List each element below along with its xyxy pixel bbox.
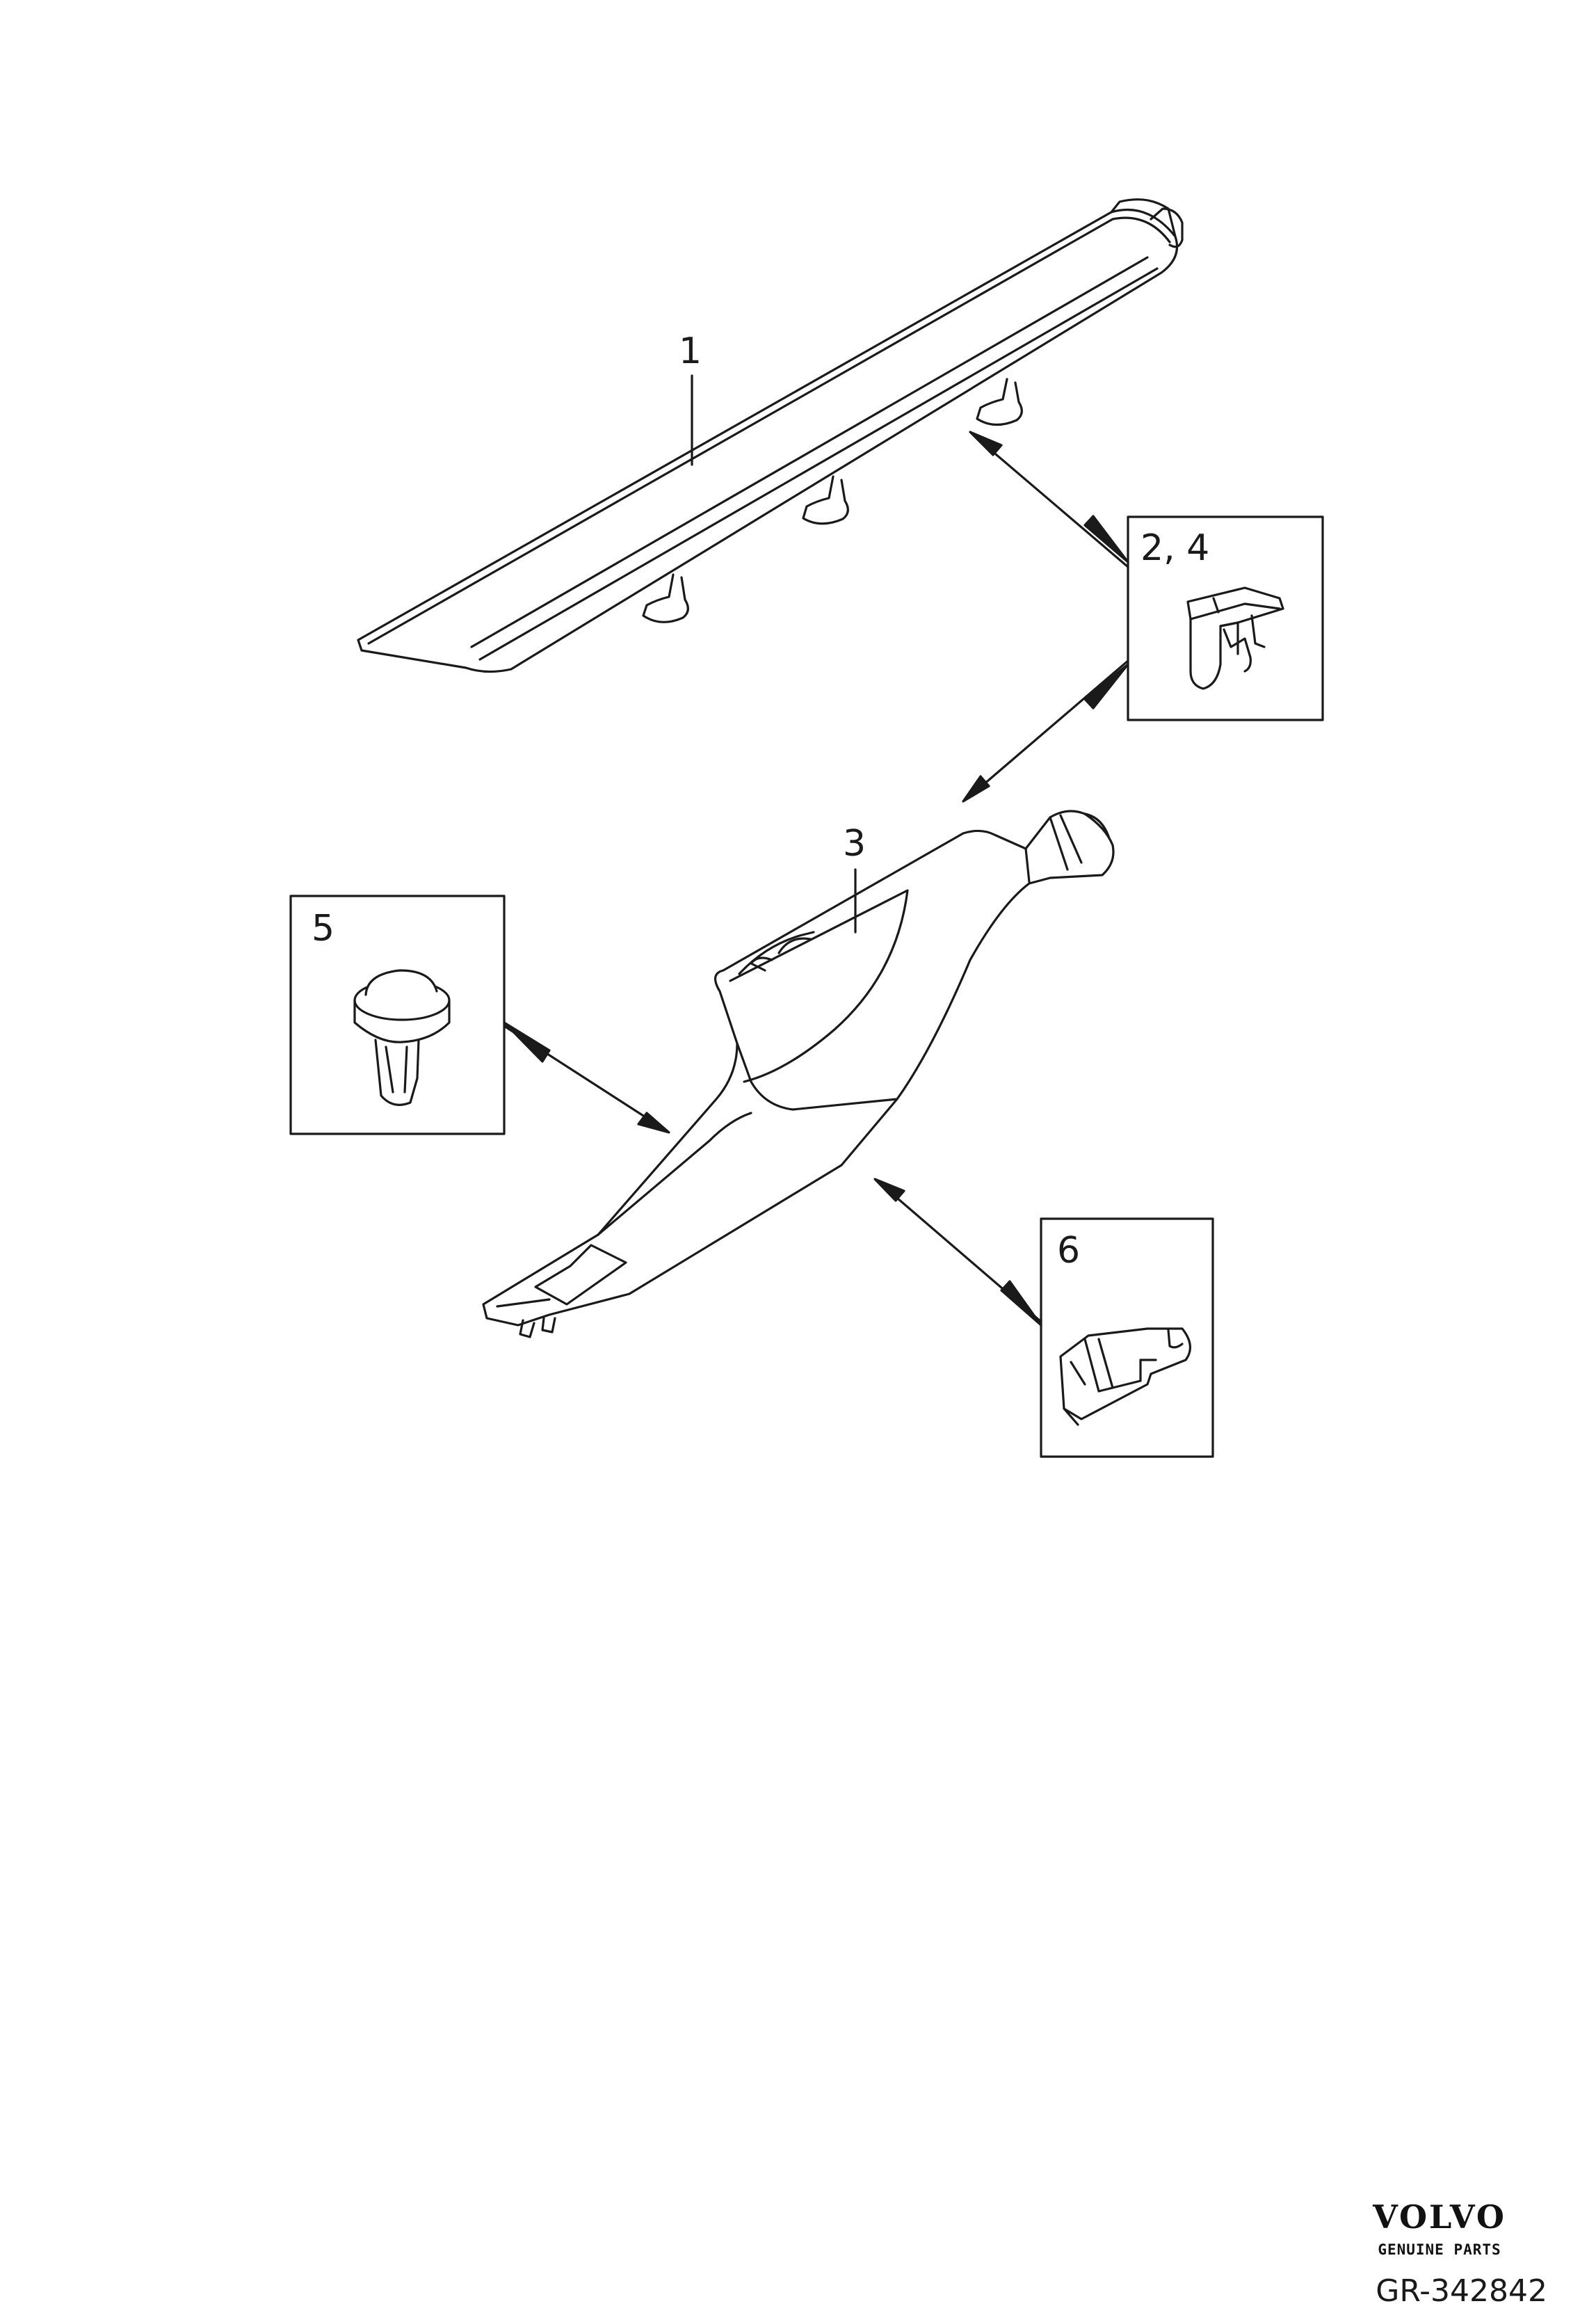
clip-2-4-icon — [1186, 586, 1284, 690]
callout-label-2-4: 2, 4 — [1140, 527, 1209, 569]
callout-label-3: 3 — [843, 823, 866, 865]
sill-trim-strip — [357, 198, 1184, 673]
volvo-logo: VOLVO — [1373, 2198, 1506, 2236]
arrow-2-4-to-pillar — [962, 659, 1129, 803]
genuine-parts-label: GENUINE PARTS — [1378, 2241, 1501, 2258]
arrow-6-to-pillar — [873, 1178, 1042, 1327]
clip-6-icon — [1059, 1327, 1191, 1426]
callout-label-5: 5 — [312, 908, 334, 950]
clip-5-icon — [353, 969, 451, 1106]
arrow-5-to-pillar — [503, 1021, 670, 1134]
pillar-panel — [482, 810, 1115, 1338]
callout-label-1: 1 — [679, 330, 702, 372]
arrow-2-4-to-strip — [969, 431, 1129, 568]
callout-label-6: 6 — [1057, 1230, 1080, 1272]
diagram-reference-number: GR-342842 — [1376, 2273, 1547, 2309]
